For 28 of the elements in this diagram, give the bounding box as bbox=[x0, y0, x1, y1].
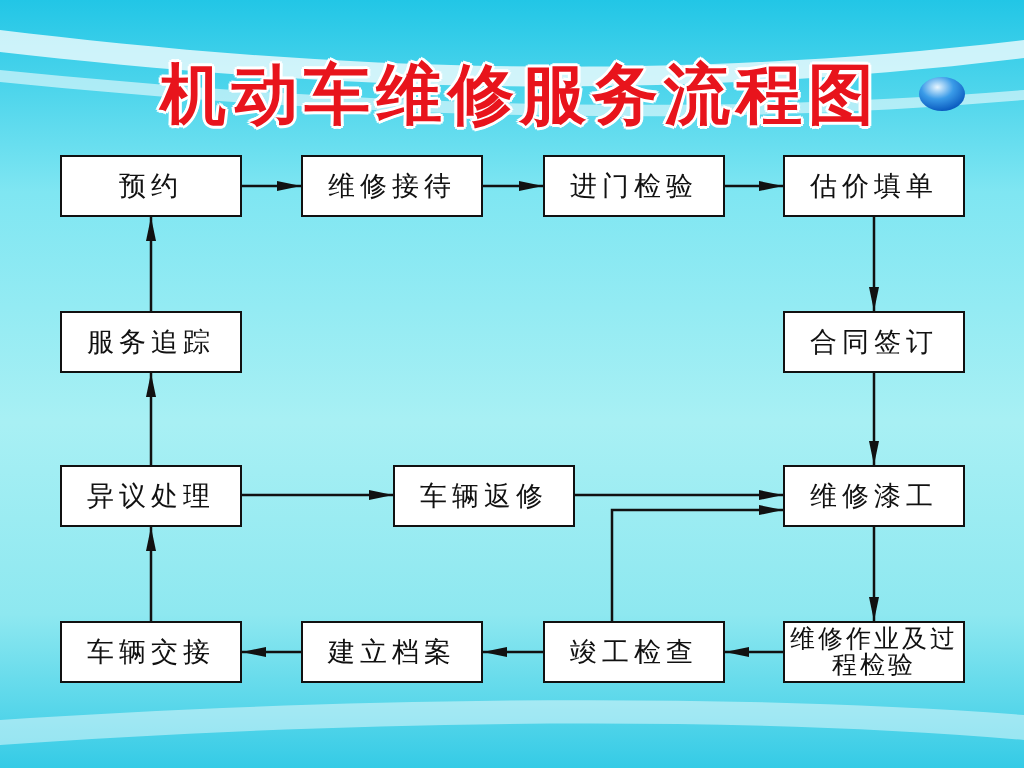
arrow bbox=[146, 373, 156, 465]
process-box: 估价填单 bbox=[783, 155, 965, 217]
process-box: 维修作业及过程检验 bbox=[783, 621, 965, 683]
process-box: 合同签订 bbox=[783, 311, 965, 373]
arrow bbox=[575, 490, 783, 500]
process-box: 预约 bbox=[60, 155, 242, 217]
process-box: 异议处理 bbox=[60, 465, 242, 527]
arrow bbox=[725, 647, 783, 657]
arrow bbox=[242, 647, 301, 657]
process-box: 进门检验 bbox=[543, 155, 725, 217]
process-box: 车辆交接 bbox=[60, 621, 242, 683]
arrow bbox=[146, 217, 156, 311]
arrow bbox=[483, 181, 543, 191]
arrow bbox=[869, 527, 879, 621]
arrow bbox=[725, 181, 783, 191]
arrow bbox=[869, 217, 879, 311]
arrow bbox=[242, 181, 301, 191]
arrow bbox=[146, 527, 156, 621]
process-box: 建立档案 bbox=[301, 621, 483, 683]
process-box: 车辆返修 bbox=[393, 465, 575, 527]
process-box: 服务追踪 bbox=[60, 311, 242, 373]
arrow bbox=[869, 373, 879, 465]
process-box: 维修接待 bbox=[301, 155, 483, 217]
arrow bbox=[610, 505, 783, 621]
arrow bbox=[483, 647, 543, 657]
arrow bbox=[242, 490, 393, 500]
process-box: 维修漆工 bbox=[783, 465, 965, 527]
process-box: 竣工检查 bbox=[543, 621, 725, 683]
